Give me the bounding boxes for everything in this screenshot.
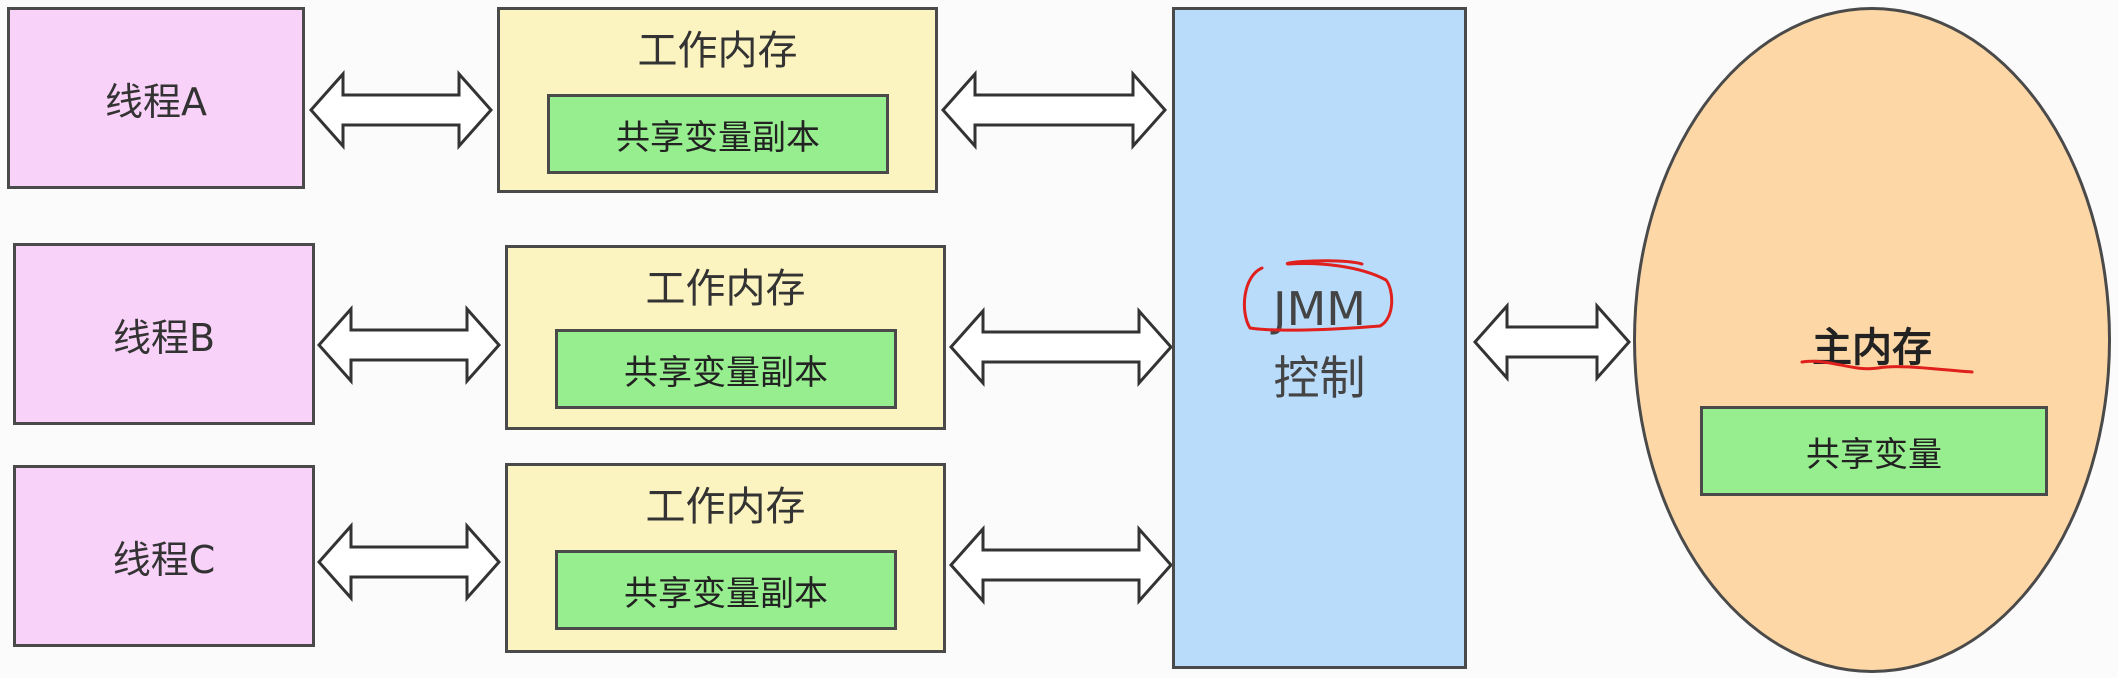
thread-a-work-arrow (308, 70, 494, 150)
thread-a-box: 线程A (7, 7, 305, 189)
work-memory-b-title: 工作内存 (645, 266, 806, 312)
variable-copy-b: 共享变量副本 (555, 329, 897, 409)
work-c-jmm-arrow (948, 525, 1174, 605)
work-memory-a: 工作内存 共享变量副本 (497, 7, 938, 193)
work-a-jmm-arrow (940, 70, 1168, 150)
variable-copy-a: 共享变量副本 (547, 94, 889, 174)
main-memory-title: 主内存 (1812, 325, 1932, 371)
thread-a-label: 线程A (105, 79, 207, 124)
thread-b-work-arrow (316, 305, 502, 385)
jmm-control-box: JMM 控制 (1172, 7, 1467, 669)
variable-copy-c: 共享变量副本 (555, 550, 897, 630)
jmm-control-label: 控制 (1273, 351, 1366, 405)
shared-variable: 共享变量 (1700, 406, 2048, 496)
work-memory-a-title: 工作内存 (637, 28, 798, 74)
thread-c-box: 线程C (13, 465, 315, 647)
thread-b-label: 线程B (112, 315, 216, 360)
work-memory-c-title: 工作内存 (645, 484, 806, 530)
work-b-jmm-arrow (948, 307, 1174, 387)
jmm-main-memory-arrow (1472, 302, 1632, 382)
main-memory-ellipse: 主内存 共享变量 (1633, 7, 2111, 673)
work-memory-c: 工作内存 共享变量副本 (505, 463, 946, 653)
jmm-label: JMM (1273, 282, 1366, 336)
thread-c-work-arrow (316, 522, 502, 602)
work-memory-b: 工作内存 共享变量副本 (505, 245, 946, 430)
thread-c-label: 线程C (112, 537, 216, 582)
thread-b-box: 线程B (13, 243, 315, 425)
